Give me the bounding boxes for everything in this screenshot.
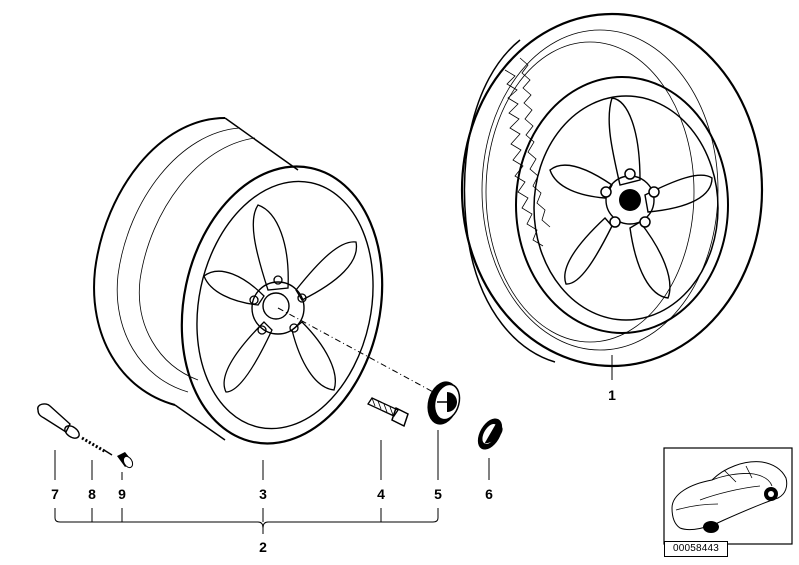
group-bracket [54, 508, 439, 534]
valve-cap [117, 452, 134, 469]
leader-lines [54, 355, 613, 480]
callout-6: 6 [485, 486, 493, 502]
callout-2: 2 [259, 539, 267, 555]
callout-8: 8 [88, 486, 96, 502]
valve-stem [37, 403, 80, 439]
callout-4: 4 [377, 486, 385, 502]
valve-insert [81, 436, 113, 456]
hub-cap [427, 381, 461, 425]
complete-wheel-with-tyre [460, 12, 764, 368]
car-outline-icon [671, 461, 788, 533]
callout-3: 3 [259, 486, 267, 502]
reference-number: 00058443 [664, 541, 728, 557]
callout-5: 5 [434, 486, 442, 502]
wheel-bolt [367, 397, 409, 428]
vehicle-locator-inset [663, 447, 793, 545]
callout-1: 1 [608, 387, 616, 403]
callout-9: 9 [118, 486, 126, 502]
callout-7: 7 [51, 486, 59, 502]
alloy-rim [93, 117, 449, 445]
emblem [477, 418, 503, 450]
